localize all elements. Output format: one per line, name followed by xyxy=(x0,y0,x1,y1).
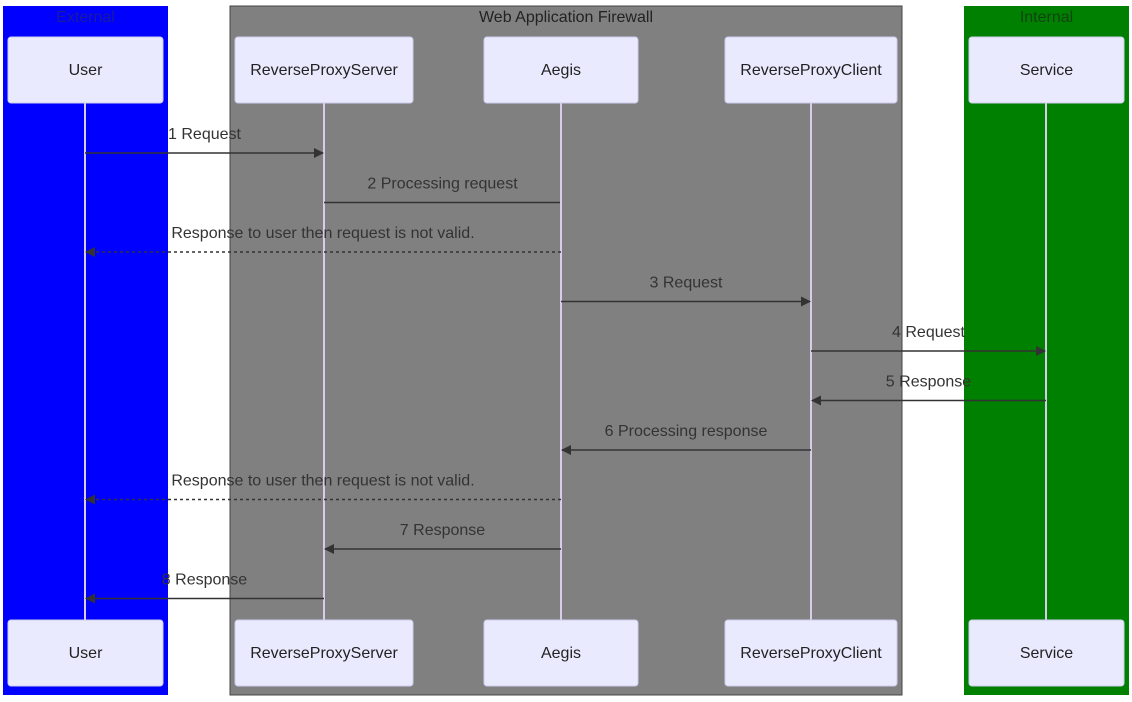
actor-rps-top[interactable]: ReverseProxyServer xyxy=(234,36,414,104)
actor-label: Aegis xyxy=(541,62,581,79)
actor-service-top[interactable]: Service xyxy=(968,36,1125,104)
actor-box xyxy=(483,619,639,687)
actor-service-bottom[interactable]: Service xyxy=(968,619,1125,687)
message-label: Response to user then request is not val… xyxy=(171,225,474,242)
message-label: Response to user then request is not val… xyxy=(171,473,474,490)
actor-label: ReverseProxyClient xyxy=(740,645,882,662)
message-1: 1 Request xyxy=(85,126,324,158)
actor-box xyxy=(483,36,639,104)
actor-box xyxy=(724,36,898,104)
actor-label: Service xyxy=(1020,645,1073,662)
actor-box xyxy=(234,619,414,687)
actor-label: Service xyxy=(1020,62,1073,79)
message-7: 6 Processing response xyxy=(561,423,811,455)
actor-box xyxy=(7,36,164,104)
group-box-waf xyxy=(229,5,903,696)
actor-box xyxy=(7,619,164,687)
message-10: 8 Response xyxy=(85,572,324,604)
group-label-external: External xyxy=(56,9,115,26)
message-3: Response to user then request is not val… xyxy=(85,225,561,257)
actor-box xyxy=(724,619,898,687)
group-label-waf: Web Application Firewall xyxy=(479,9,653,26)
actor-label: ReverseProxyServer xyxy=(250,645,398,662)
actor-rpc-bottom[interactable]: ReverseProxyClient xyxy=(724,619,898,687)
actor-label: User xyxy=(69,645,103,662)
message-label: 4 Request xyxy=(892,324,965,341)
message-label: 1 Request xyxy=(168,126,241,143)
message-6: 5 Response xyxy=(811,374,1046,406)
message-9: 7 Response xyxy=(324,522,561,554)
message-label: 2 Processing request xyxy=(367,176,518,193)
actor-rpc-top[interactable]: ReverseProxyClient xyxy=(724,36,898,104)
actor-box xyxy=(234,36,414,104)
actor-label: ReverseProxyClient xyxy=(740,62,882,79)
group-label-internal: Internal xyxy=(1020,9,1073,26)
actor-label: User xyxy=(69,62,103,79)
message-label: 6 Processing response xyxy=(605,423,768,440)
actor-label: Aegis xyxy=(541,645,581,662)
message-label: 7 Response xyxy=(400,522,485,539)
message-8: Response to user then request is not val… xyxy=(85,473,561,505)
message-label: 3 Request xyxy=(650,275,723,292)
message-2: 2 Processing request xyxy=(324,176,560,204)
actor-label: ReverseProxyServer xyxy=(250,62,398,79)
message-label: 5 Response xyxy=(886,374,971,391)
actor-aegis-bottom[interactable]: Aegis xyxy=(483,619,639,687)
actor-box xyxy=(968,36,1125,104)
message-5: 4 Request xyxy=(811,324,1046,356)
actor-aegis-top[interactable]: Aegis xyxy=(483,36,639,104)
actor-user-bottom[interactable]: User xyxy=(7,619,164,687)
message-4: 3 Request xyxy=(561,275,811,307)
actor-box xyxy=(968,619,1125,687)
actor-user-top[interactable]: User xyxy=(7,36,164,104)
message-label: 8 Response xyxy=(162,572,247,589)
actor-rps-bottom[interactable]: ReverseProxyServer xyxy=(234,619,414,687)
